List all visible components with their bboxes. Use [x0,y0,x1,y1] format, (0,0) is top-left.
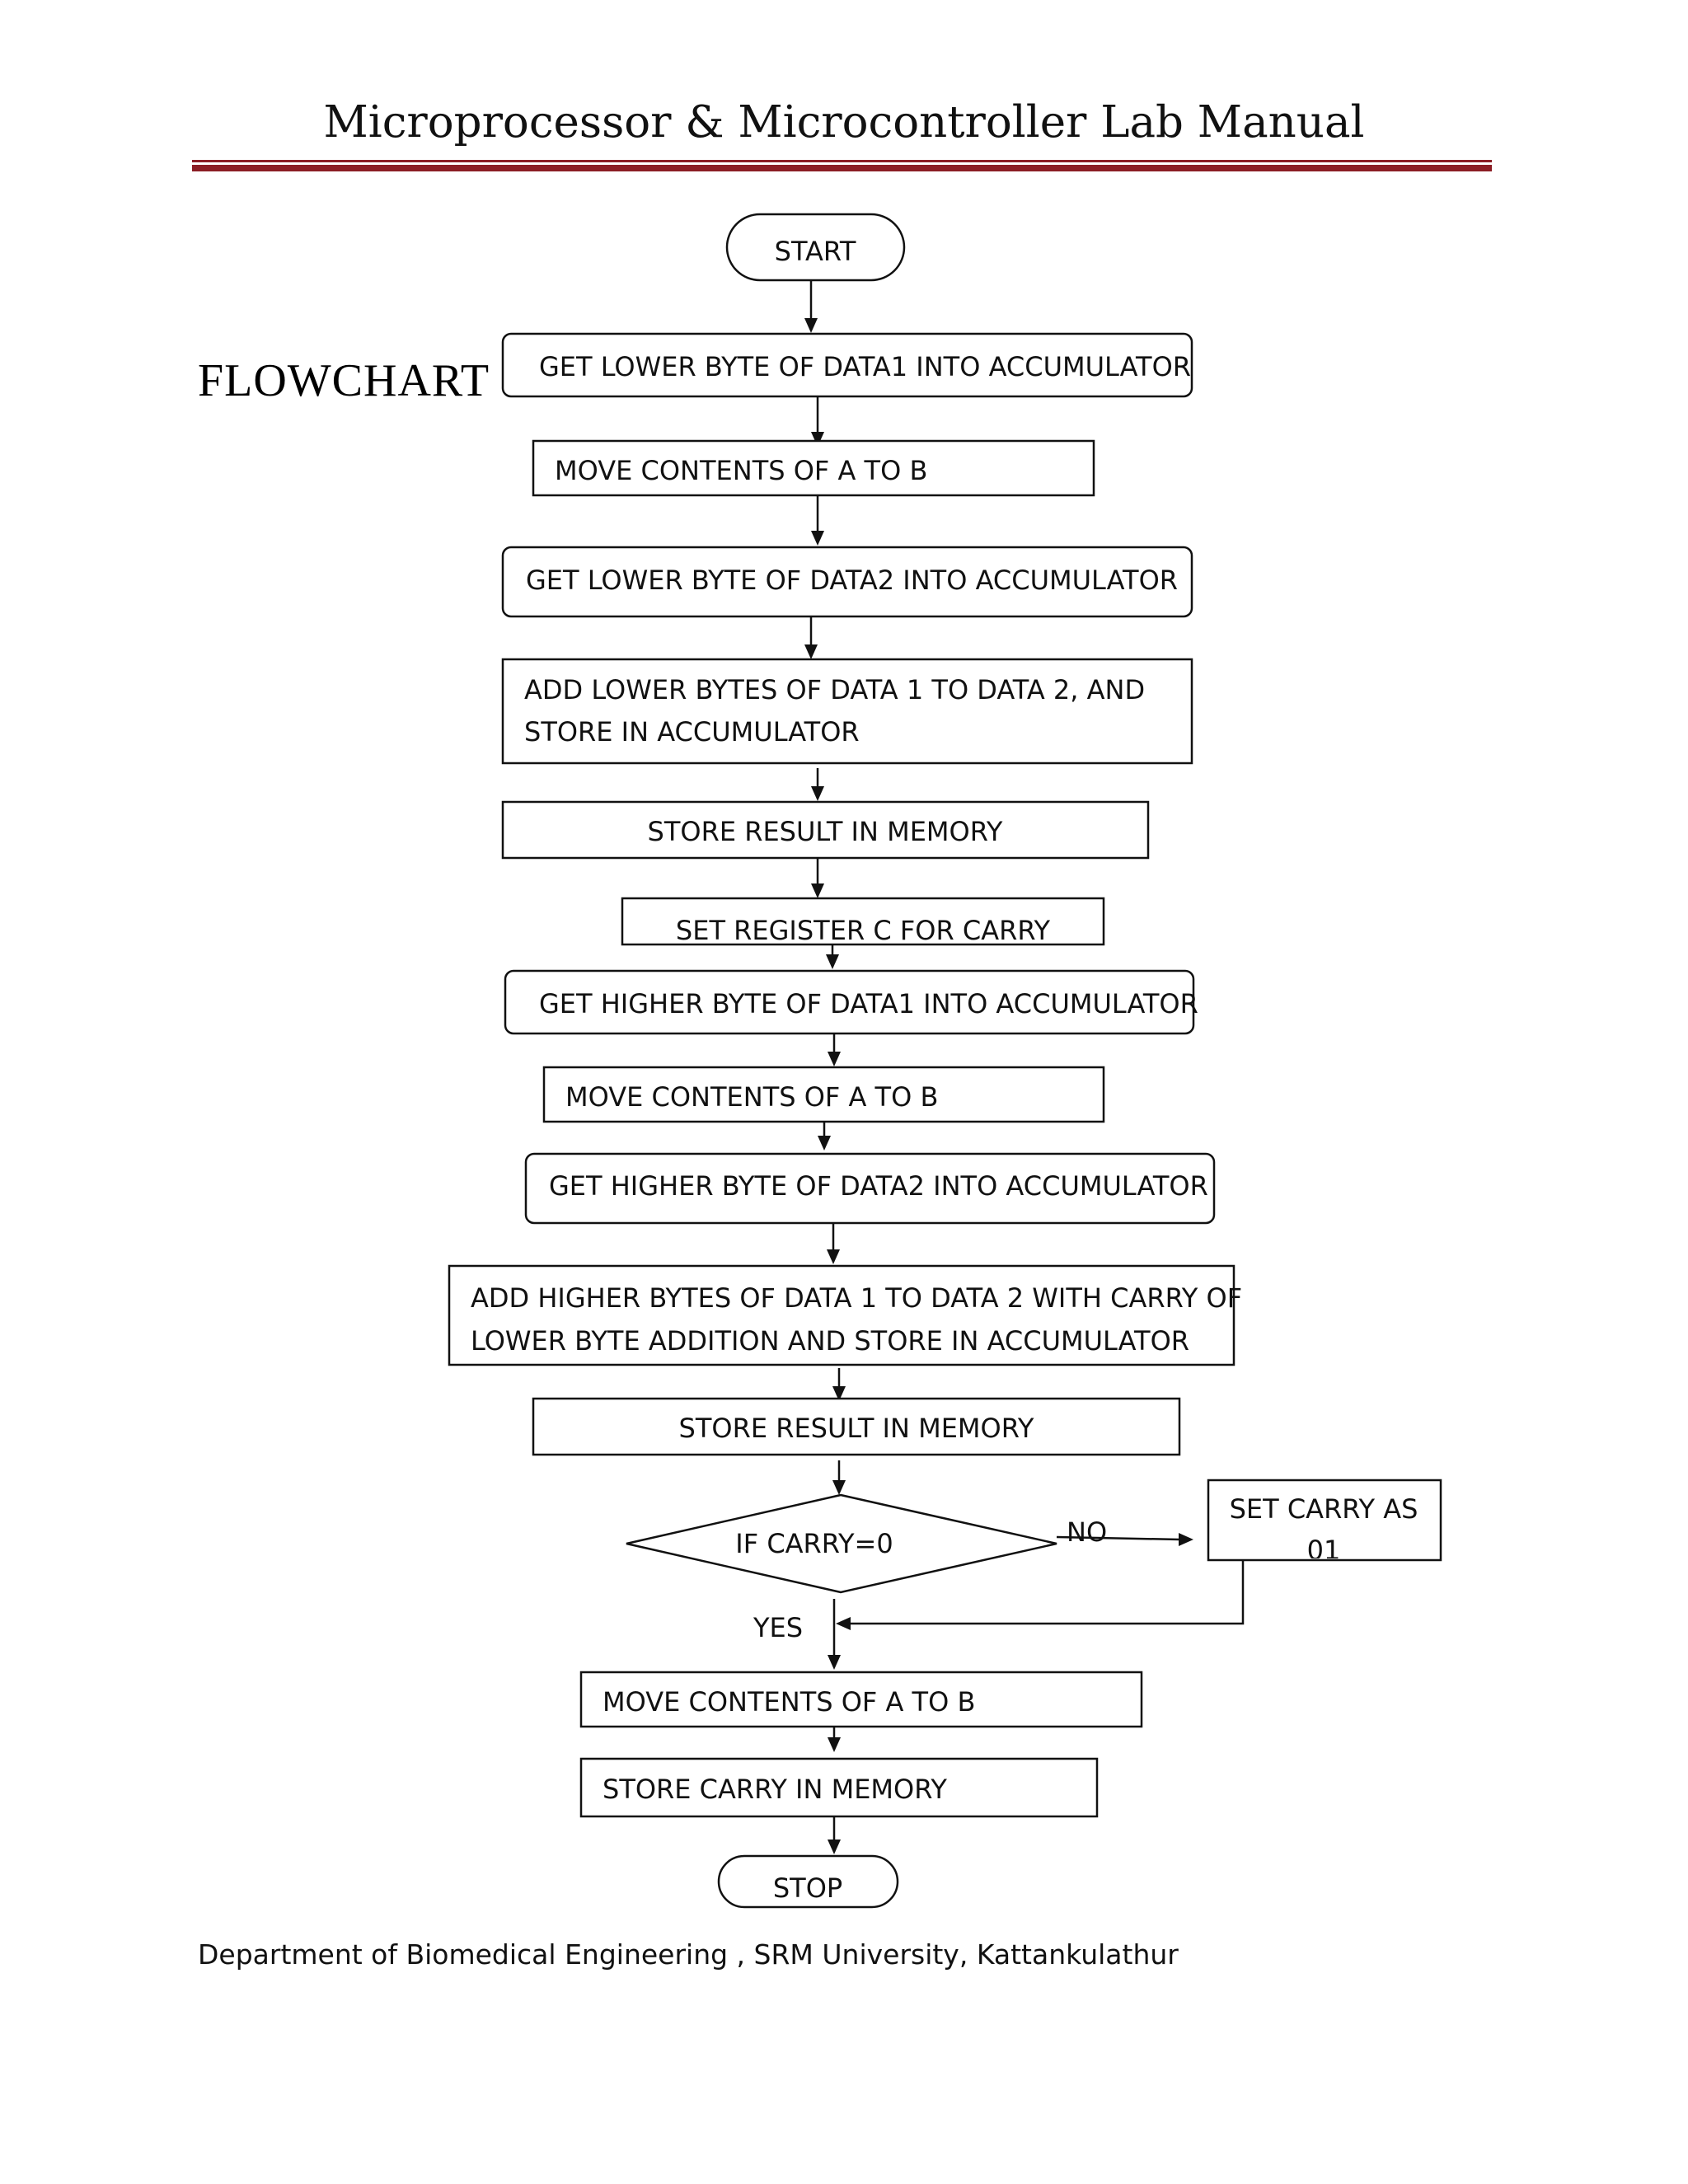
step-store-result-2-label: STORE RESULT IN MEMORY [679,1413,1034,1444]
stop-label: STOP [773,1872,842,1904]
arrowhead [804,644,818,659]
step-get-lower-byte-data1-label: GET LOWER BYTE OF DATA1 INTO ACCUMULATOR [539,351,1191,382]
arrowhead [826,954,839,969]
step-set-carry-line2: 01 [1307,1535,1341,1566]
step-add-lower-bytes-line1: ADD LOWER BYTES OF DATA 1 TO DATA 2, AND [524,674,1145,705]
step-store-carry [579,1757,1099,1818]
step-move-a-to-b-1 [532,439,1095,497]
step-get-higher-byte-data1-label: GET HIGHER BYTE OF DATA1 INTO ACCUMULATO… [539,988,1198,1019]
step-add-higher-bytes [448,1264,1236,1366]
step-set-carry-line1: SET CARRY AS [1230,1493,1418,1525]
start-terminator [725,213,906,282]
arrowhead [832,1480,846,1495]
arrow-line [1056,1535,1181,1541]
arrowhead [811,786,824,801]
header-rule-bottom [192,165,1492,171]
step-set-register-c [621,897,1105,946]
step-get-lower-byte-data2-label: GET LOWER BYTE OF DATA2 INTO ACCUMULATOR [526,565,1178,596]
flowchart-section-label: FLOWCHART [198,355,490,406]
arrowhead [827,1249,840,1264]
yes-branch-label: YES [753,1612,803,1643]
arrowhead [1179,1533,1193,1546]
step-set-carry [1207,1479,1442,1562]
step-store-carry-label: STORE CARRY IN MEMORY [603,1774,947,1805]
step-get-lower-byte-data2 [501,546,1193,618]
stop-terminator [717,1854,899,1909]
step-add-lower-bytes-line2: STORE IN ACCUMULATOR [524,716,860,748]
arrowhead [832,1386,846,1401]
decision-if-carry-zero [626,1493,1057,1594]
header-rule-top [192,160,1492,162]
step-add-higher-bytes-line1: ADD HIGHER BYTES OF DATA 1 TO DATA 2 WIT… [471,1282,1242,1314]
step-set-register-c-label: SET REGISTER C FOR CARRY [676,915,1051,946]
arrowhead [811,432,824,447]
step-get-higher-byte-data2 [524,1152,1216,1225]
step-move-a-to-b-1-label: MOVE CONTENTS OF A TO B [555,455,927,486]
arrowhead [828,1052,841,1066]
step-add-higher-bytes-line2: LOWER BYTE ADDITION AND STORE IN ACCUMUL… [471,1325,1189,1357]
arrowhead [811,531,824,546]
step-store-result-1-label: STORE RESULT IN MEMORY [648,816,1003,847]
step-add-lower-bytes [501,658,1193,765]
page-footer: Department of Biomedical Engineering , S… [198,1938,1179,1971]
step-get-lower-byte-data1 [501,332,1193,398]
no-branch-label: NO [1067,1516,1107,1548]
arrowhead [828,1840,841,1854]
arrowhead [804,318,818,333]
step-store-result-1 [501,800,1150,860]
page-header-title: Microprocessor & Microcontroller Lab Man… [323,97,1365,148]
step-move-a-to-b-2-label: MOVE CONTENTS OF A TO B [565,1081,938,1113]
arrowhead [811,883,824,898]
step-move-a-to-b-2 [542,1066,1105,1123]
step-get-higher-byte-data1 [504,969,1195,1035]
step-move-a-to-b-3-label: MOVE CONTENTS OF A TO B [603,1686,975,1718]
start-label: START [775,236,856,267]
arrowhead [828,1655,841,1670]
arrowhead [818,1136,831,1151]
arrowhead [836,1617,851,1630]
step-get-higher-byte-data2-label: GET HIGHER BYTE OF DATA2 INTO ACCUMULATO… [549,1170,1208,1202]
step-store-result-2 [532,1397,1181,1456]
arrowhead [828,1737,841,1752]
step-move-a-to-b-3 [579,1671,1143,1728]
decision-if-carry-zero-label: IF CARRY=0 [735,1528,893,1559]
return-line [849,1560,1245,1625]
